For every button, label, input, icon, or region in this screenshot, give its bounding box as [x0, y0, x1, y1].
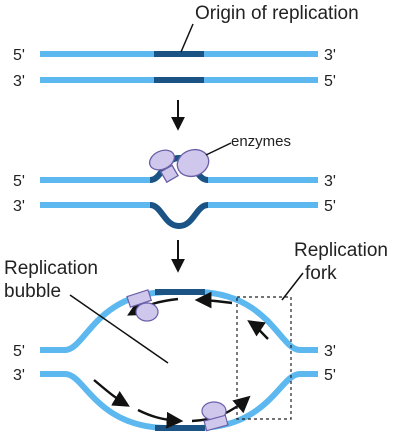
stage2-bottom-right-end: 5'	[324, 198, 336, 215]
stage1-top-right-end: 3'	[324, 47, 336, 64]
fork-label-line1: Replication	[294, 240, 388, 261]
enzymes-pointer-line	[205, 142, 232, 156]
stage-3-dna: Replication fork Replication bubble 5' 3…	[4, 240, 388, 432]
stage3-top-strand	[40, 289, 318, 353]
enzyme-icon	[148, 148, 210, 184]
stage1-bottom-left-end: 3'	[13, 73, 25, 90]
bubble-label-line2: bubble	[4, 281, 61, 302]
stage2-bottom-strand	[40, 202, 318, 230]
stage3-top-right-end: 3'	[324, 343, 336, 360]
new-strand-bottom-mid	[137, 408, 184, 429]
new-strand-bottom-left	[93, 379, 130, 407]
bubble-pointer-line	[69, 294, 169, 364]
fork-label-line2: fork	[305, 263, 337, 284]
new-strand-top-left	[127, 297, 179, 316]
stage1-top-left-end: 5'	[13, 47, 25, 64]
stage2-bottom-left-end: 3'	[13, 198, 25, 215]
replication-fork-box	[236, 296, 292, 420]
enzymes-label: enzymes	[231, 133, 291, 150]
stage2-bottom-origin	[149, 202, 209, 230]
stage3-bottom-left-end: 3'	[13, 367, 25, 384]
enzyme-icon	[201, 401, 229, 432]
stage3-bottom-right-end: 5'	[324, 367, 336, 384]
new-strand-top-right	[194, 291, 233, 309]
stage2-top-right-end: 3'	[324, 173, 336, 190]
bubble-label-line1: Replication	[4, 258, 98, 279]
new-strand-top-fork	[247, 320, 269, 340]
stage3-top-left-end: 5'	[13, 343, 25, 360]
stage-1-dna: Origin of replication 5' 3' 3' 5'	[13, 3, 359, 90]
stage1-bottom-right-end: 5'	[324, 73, 336, 90]
stage-2-dna: enzymes 5' 3' 3' 5'	[13, 133, 336, 230]
stage2-top-left-end: 5'	[13, 173, 25, 190]
fork-pointer-line	[281, 272, 304, 301]
origin-pointer-line	[180, 23, 194, 53]
origin-label: Origin of replication	[195, 3, 359, 24]
enzyme-icon	[126, 289, 159, 322]
